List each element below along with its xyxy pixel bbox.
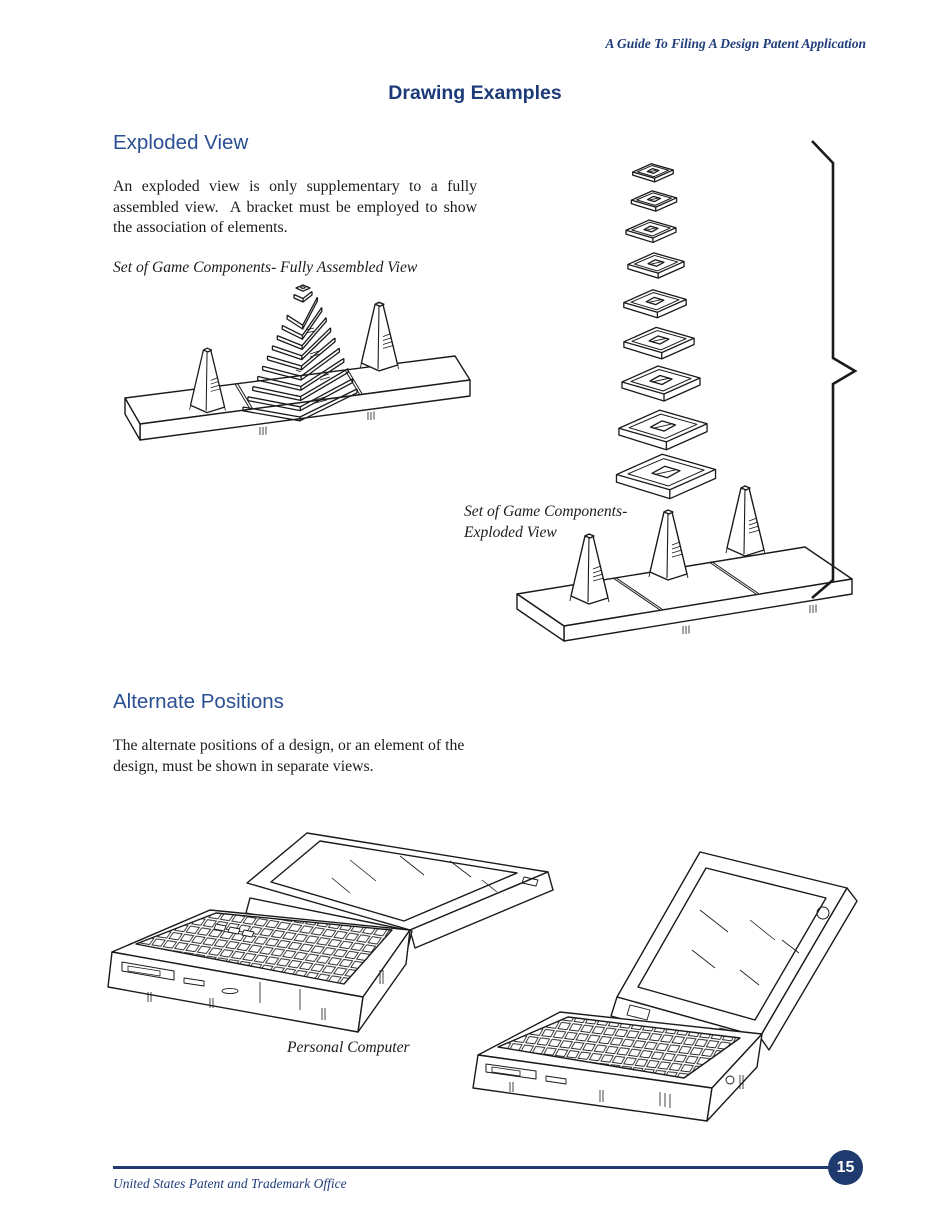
association-bracket [811, 140, 858, 599]
page-number-badge: 15 [828, 1150, 863, 1185]
laptop-open-flat [107, 832, 554, 1033]
caption-exploded-line1: Set of Game Components- [464, 503, 628, 520]
exploded-tile-stack [615, 163, 717, 500]
page-title: Drawing Examples [388, 82, 562, 104]
footer-rule [113, 1166, 829, 1169]
caption-personal-computer: Personal Computer [287, 1039, 410, 1056]
footer-office-name: United States Patent and Trademark Offic… [113, 1176, 347, 1191]
assembled-step-pyramid [242, 284, 358, 422]
figure-game-components-assembled [124, 284, 471, 441]
exploded-view-paragraph: An exploded view is only supplementary t… [113, 178, 477, 237]
exploded-base [516, 546, 853, 642]
caption-exploded-view: Set of Game Components- Exploded View [464, 501, 627, 543]
caption-exploded-line2: Exploded View [464, 524, 557, 541]
alternate-positions-paragraph: The alternate positions of a design, or … [113, 737, 465, 775]
running-header: A Guide To Filing A Design Patent Applic… [605, 36, 866, 51]
laptop-open-upright [472, 851, 858, 1122]
figure-personal-computer-views [107, 832, 858, 1122]
section-heading-alternate-positions: Alternate Positions [113, 690, 284, 713]
caption-fully-assembled-view: Set of Game Components- Fully Assembled … [113, 259, 418, 276]
section-heading-exploded-view: Exploded View [113, 131, 249, 154]
figure-game-components-exploded [516, 140, 858, 642]
